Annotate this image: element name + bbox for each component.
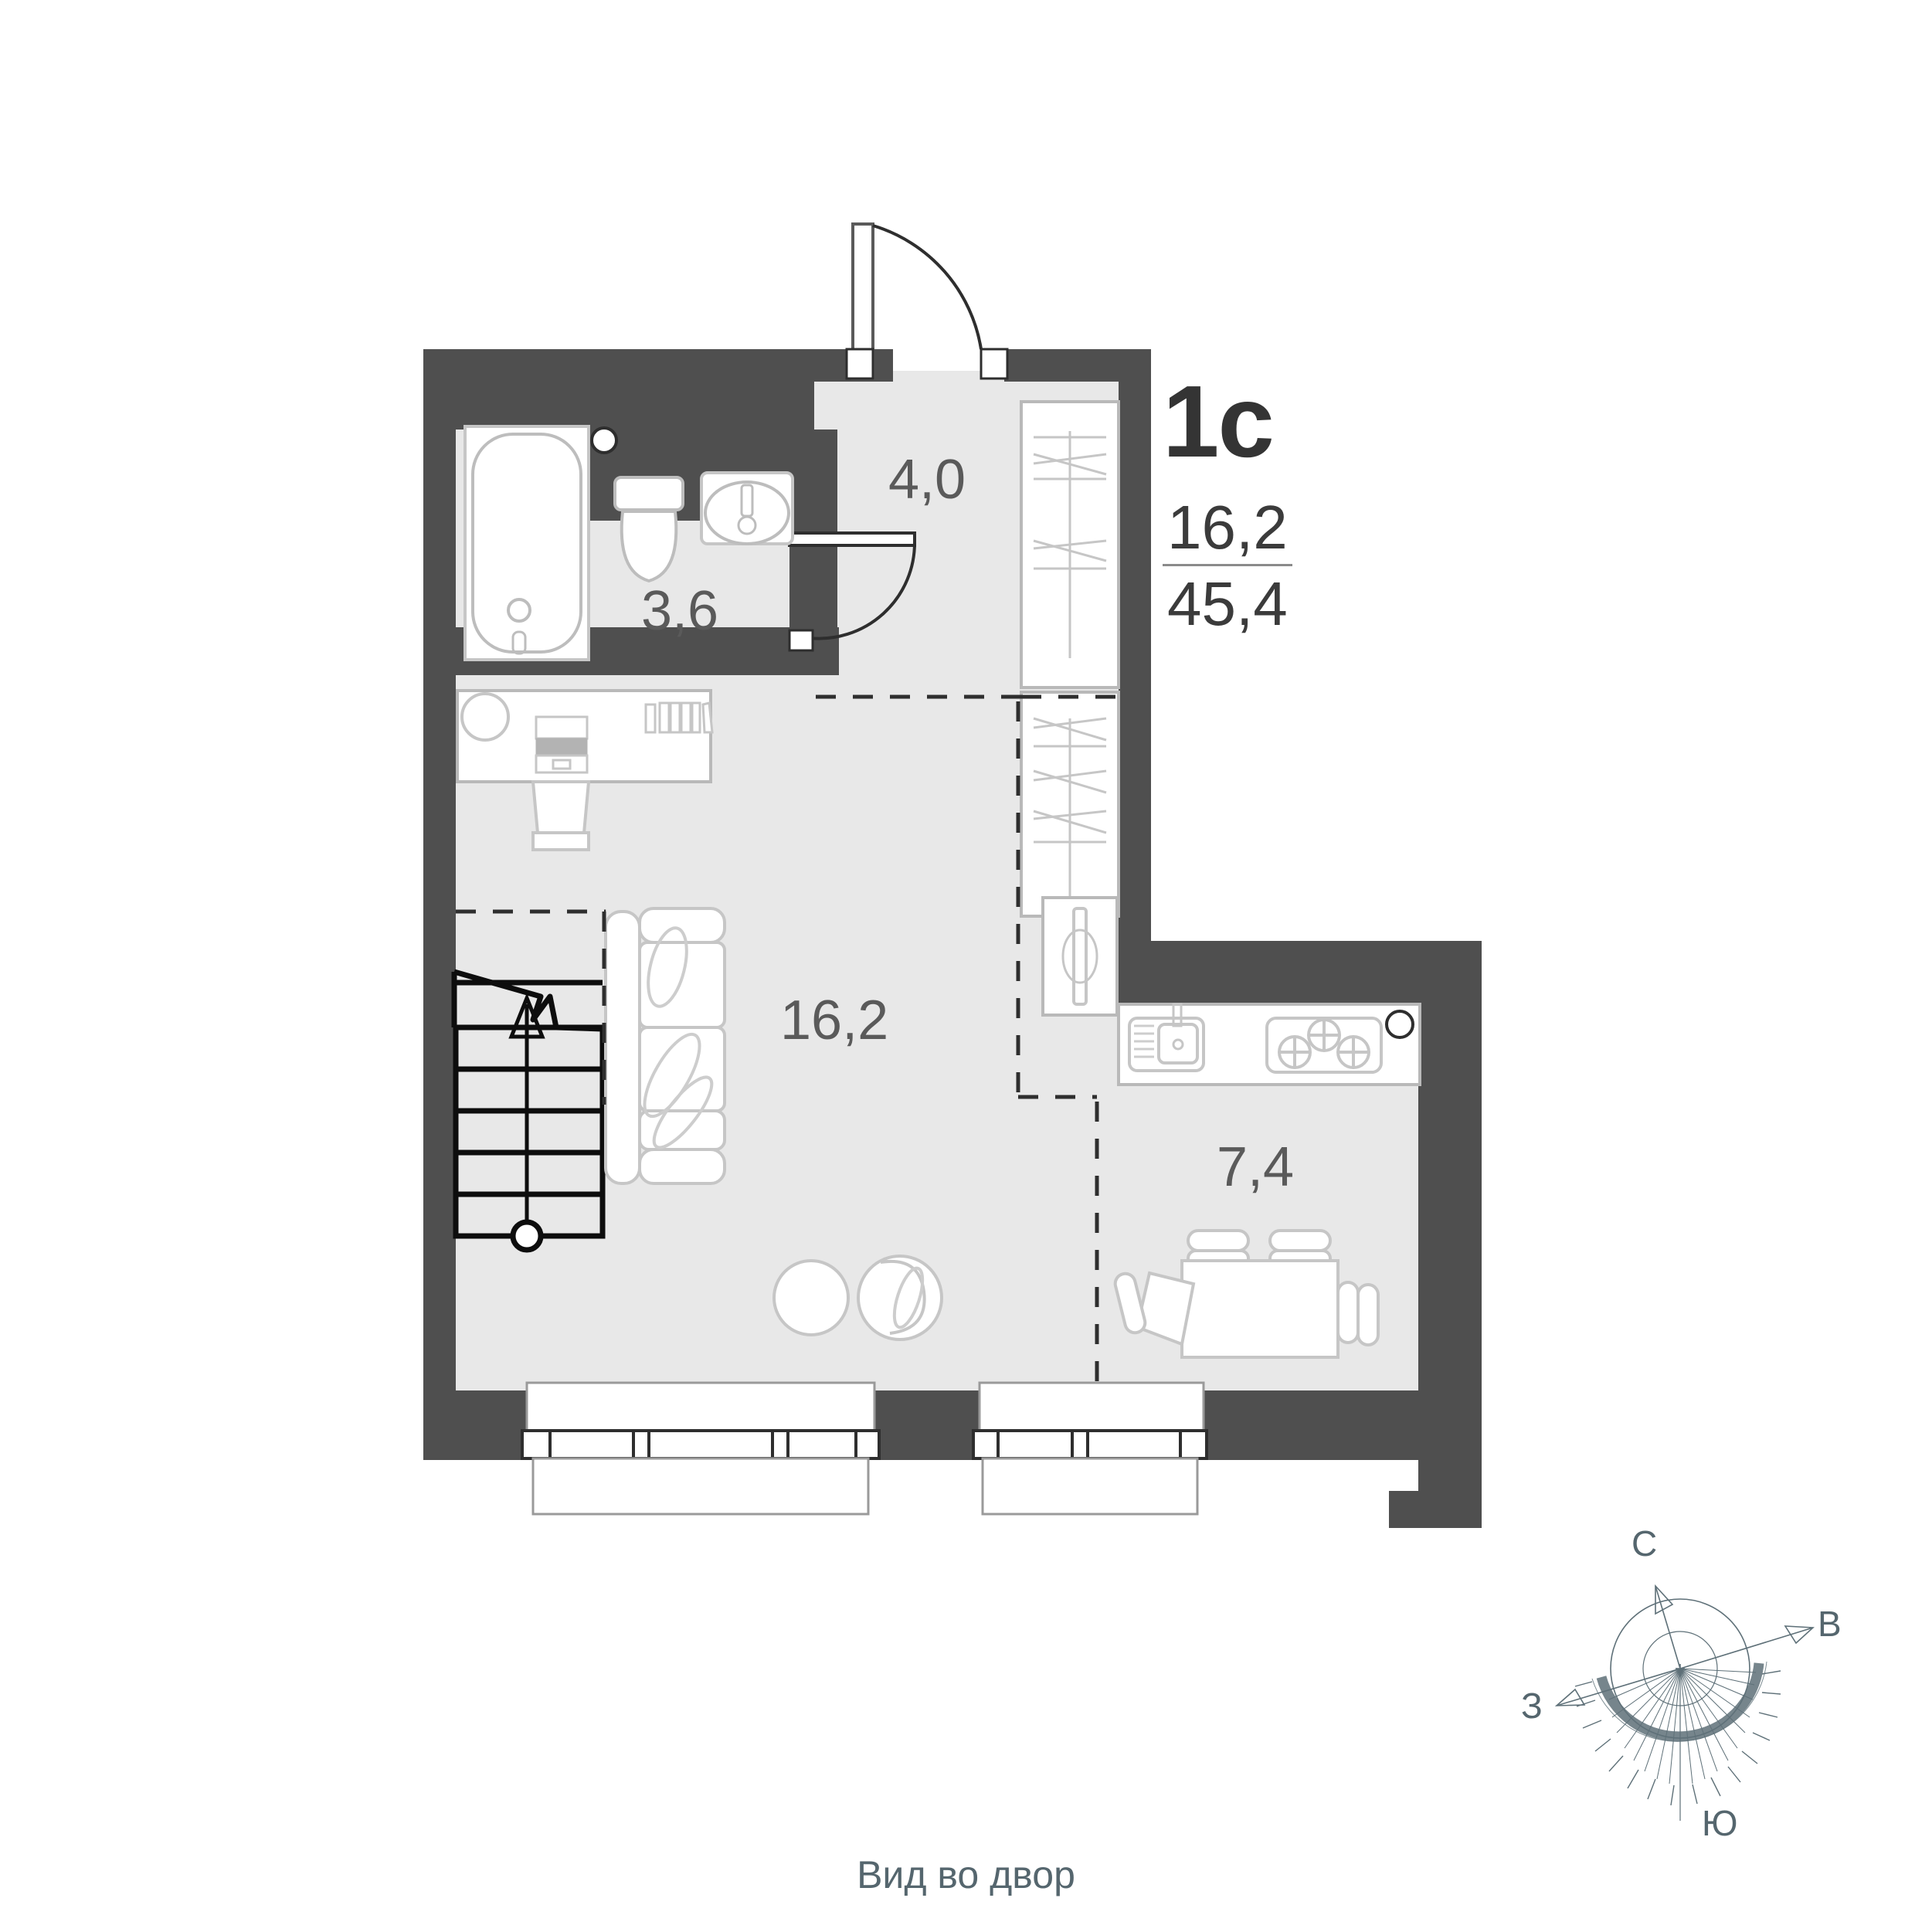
zone-divider-group — [456, 694, 1119, 1390]
toilet-icon — [613, 476, 684, 583]
wall-top-left — [423, 349, 893, 382]
wall-group — [423, 349, 1482, 1528]
window-living — [521, 1381, 881, 1516]
sink-icon — [700, 471, 794, 545]
dining-table-icon — [1180, 1259, 1339, 1359]
wall-kitchen-bottom-stub — [1389, 1491, 1482, 1528]
kitchen-vent-icon — [1385, 1010, 1414, 1039]
bathroom-door — [788, 531, 917, 652]
dining-chair-back-right — [1268, 1229, 1332, 1252]
room-label-bathroom: 3,6 — [641, 580, 719, 642]
area-total-label: 45,4 — [1167, 569, 1288, 638]
monitor-icon — [535, 715, 589, 774]
dining-chair-right — [1336, 1281, 1380, 1346]
compass-svg — [1554, 1584, 1815, 1821]
compass-label-west: З — [1521, 1686, 1543, 1726]
compass-west-arrow — [1554, 1668, 1681, 1706]
apartment-type-label: 1с — [1163, 365, 1275, 478]
title-block: 1с 16,2 45,4 — [1163, 371, 1487, 635]
compass-sun-arc — [1596, 1662, 1764, 1742]
sofa-icon — [604, 907, 726, 1185]
stove-icon — [1265, 1017, 1383, 1074]
desk-group — [456, 689, 714, 851]
compass-rose: С В З Ю — [1521, 1523, 1858, 1866]
kitchen-counter-group — [1117, 1003, 1421, 1086]
desk-chair-icon — [531, 780, 591, 851]
window-group — [521, 1381, 1208, 1516]
compass-label-east: В — [1818, 1604, 1842, 1644]
room-label-hallway: 4,0 — [888, 449, 966, 511]
window-kitchen — [972, 1381, 1208, 1516]
dining-chair-back-left — [1187, 1229, 1250, 1252]
dining-set-icon — [1113, 1229, 1380, 1359]
area-living-label: 16,2 — [1163, 496, 1292, 566]
kitchen-sink-icon — [1128, 1003, 1205, 1072]
wall-kitchen-right — [1418, 941, 1482, 1528]
wall-left — [423, 349, 456, 1423]
desk-lamp-icon — [460, 692, 510, 742]
coffee-table-icon — [772, 1259, 850, 1336]
bathroom-fixtures — [463, 425, 794, 661]
wardrobe-icon — [1020, 400, 1120, 1017]
wall-right-upper — [1119, 349, 1151, 1004]
compass-label-north: С — [1632, 1523, 1658, 1564]
view-caption: Вид во двор — [857, 1853, 1075, 1896]
refrigerator-icon — [1041, 896, 1119, 1017]
dining-chair-left — [1113, 1271, 1196, 1346]
compass-sun-arc-outer — [1591, 1661, 1767, 1742]
bathtub-icon — [463, 425, 590, 661]
compass-outer-ticks — [1574, 1670, 1781, 1806]
compass-label-south: Ю — [1702, 1803, 1738, 1843]
area-fraction: 16,2 45,4 — [1163, 496, 1292, 635]
armchair-icon — [857, 1255, 943, 1341]
compass-east-arrow — [1679, 1625, 1815, 1669]
room-label-kitchen: 7,4 — [1217, 1136, 1295, 1198]
books-icon — [644, 701, 714, 734]
wall-top-right — [1004, 349, 1125, 382]
room-label-living-room: 16,2 — [780, 990, 889, 1051]
bathroom-drain-icon — [590, 426, 618, 454]
compass-north-arrow — [1655, 1584, 1681, 1669]
entry-door — [845, 222, 1009, 380]
staircase-icon — [451, 969, 606, 1253]
compass-sun-rays — [1608, 1668, 1757, 1785]
